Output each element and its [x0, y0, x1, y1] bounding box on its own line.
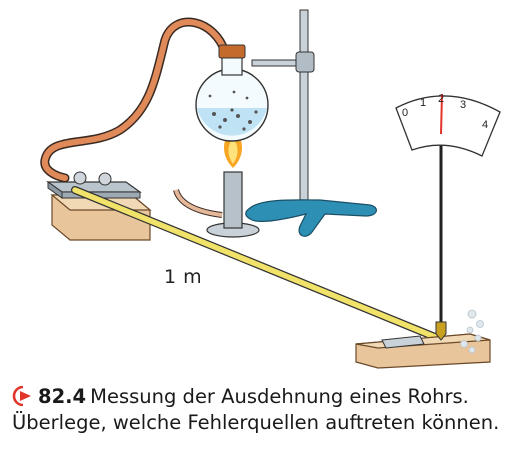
experiment-illustration: 0 1 2 3 4 — [40, 9, 501, 369]
round-flask — [195, 44, 269, 142]
figure-title: Messung der Ausdehnung eines Rohrs. — [90, 385, 469, 408]
scale-tick-1: 1 — [420, 97, 426, 109]
sparkle-decoration — [460, 309, 484, 354]
left-wooden-block — [50, 194, 152, 241]
scale-tick-3: 3 — [460, 99, 466, 111]
scale-tick-0: 0 — [402, 107, 408, 119]
figure-number: 82.4 — [38, 385, 87, 408]
bunsen-burner — [173, 171, 260, 238]
figure-question: Überlege, welche Fehlerquellen auftreten… — [12, 411, 500, 434]
pointer-needle — [435, 128, 447, 341]
scale-tick-2: 2 — [438, 93, 444, 105]
right-wooden-block — [355, 333, 491, 369]
rod-length-label: 1 m — [164, 266, 203, 288]
scale-tick-4: 4 — [482, 119, 488, 131]
metal-rod — [71, 186, 466, 352]
retort-stand — [245, 9, 377, 237]
play-circle-icon — [12, 386, 31, 406]
measurement-scale — [395, 93, 501, 157]
